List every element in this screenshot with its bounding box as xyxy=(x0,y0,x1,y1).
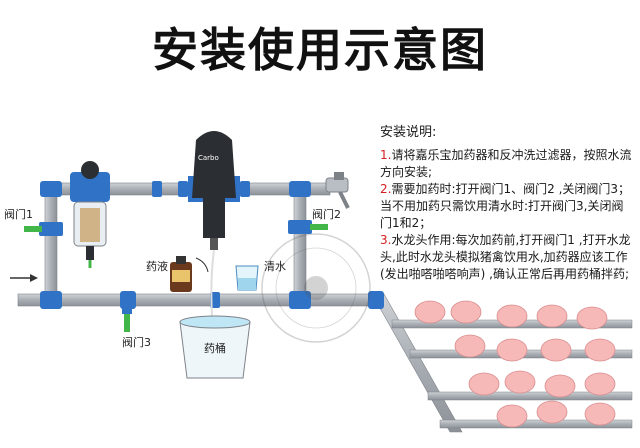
clean-water-label: 清水 xyxy=(264,260,286,273)
page-title: 安装使用示意图 xyxy=(152,23,488,77)
instruction-item-3: 3.水龙头作用:每次加药前,打开阀门1 ,打开水龙头,此时水龙头模拟猪禽饮用水,… xyxy=(380,232,632,283)
backwash-filter xyxy=(70,161,110,268)
instruction-1-number: 1. xyxy=(380,148,392,162)
valve-1-label: 阀门1 xyxy=(4,207,33,221)
watermark-seal xyxy=(261,233,371,343)
water-beaker xyxy=(235,265,259,291)
pipe-fittings xyxy=(40,181,384,309)
valve-2-label: 阀门2 xyxy=(312,207,341,221)
valve-3 xyxy=(122,306,132,332)
flow-arrow xyxy=(10,274,38,282)
valve-3-label: 阀门3 xyxy=(122,335,151,349)
instruction-2-text: 需要加药时:打开阀门1、阀门2 ,关闭阀门3；当不用加药只需饮用清水时:打开阀门… xyxy=(380,182,631,230)
bucket-label: 药桶 xyxy=(204,341,226,355)
instruction-item-2: 2.需要加药时:打开阀门1、阀门2 ,关闭阀门3；当不用加药只需饮用清水时:打开… xyxy=(380,181,632,232)
valve-2 xyxy=(288,220,328,234)
dispenser-brand-label: Carbo xyxy=(198,154,219,162)
instruction-3-text: 水龙头作用:每次加药前,打开阀门1 ,打开水龙头,此时水龙头模拟猪禽饮用水,加药… xyxy=(380,233,631,281)
pigs xyxy=(414,300,616,428)
instruction-2-number: 2. xyxy=(380,182,392,196)
instruction-1-text: 请将嘉乐宝加药器和反冲洗过滤器，按照水流方向安装; xyxy=(380,148,632,179)
instruction-3-number: 3. xyxy=(380,233,392,247)
instructions-heading: 安装说明: xyxy=(380,125,437,140)
faucet xyxy=(325,172,350,209)
left-vertical-pipe xyxy=(44,182,58,304)
medicine-arrow xyxy=(195,257,209,273)
medicine-bottle xyxy=(170,256,192,292)
instruction-item-1: 1.请将嘉乐宝加药器和反冲洗过滤器，按照水流方向安装; xyxy=(380,147,632,181)
instructions-panel: 安装说明: 1.请将嘉乐宝加药器和反冲洗过滤器，按照水流方向安装; 2.需要加药… xyxy=(380,124,632,283)
medicine-dispenser: Carbo xyxy=(188,131,240,250)
valve-1 xyxy=(24,222,63,236)
bottom-main-pipe xyxy=(17,293,381,307)
medicine-liquid-label: 药液 xyxy=(146,259,168,273)
right-vertical-pipe xyxy=(293,182,307,304)
suction-tube xyxy=(210,249,215,319)
medicine-bucket xyxy=(179,315,251,379)
